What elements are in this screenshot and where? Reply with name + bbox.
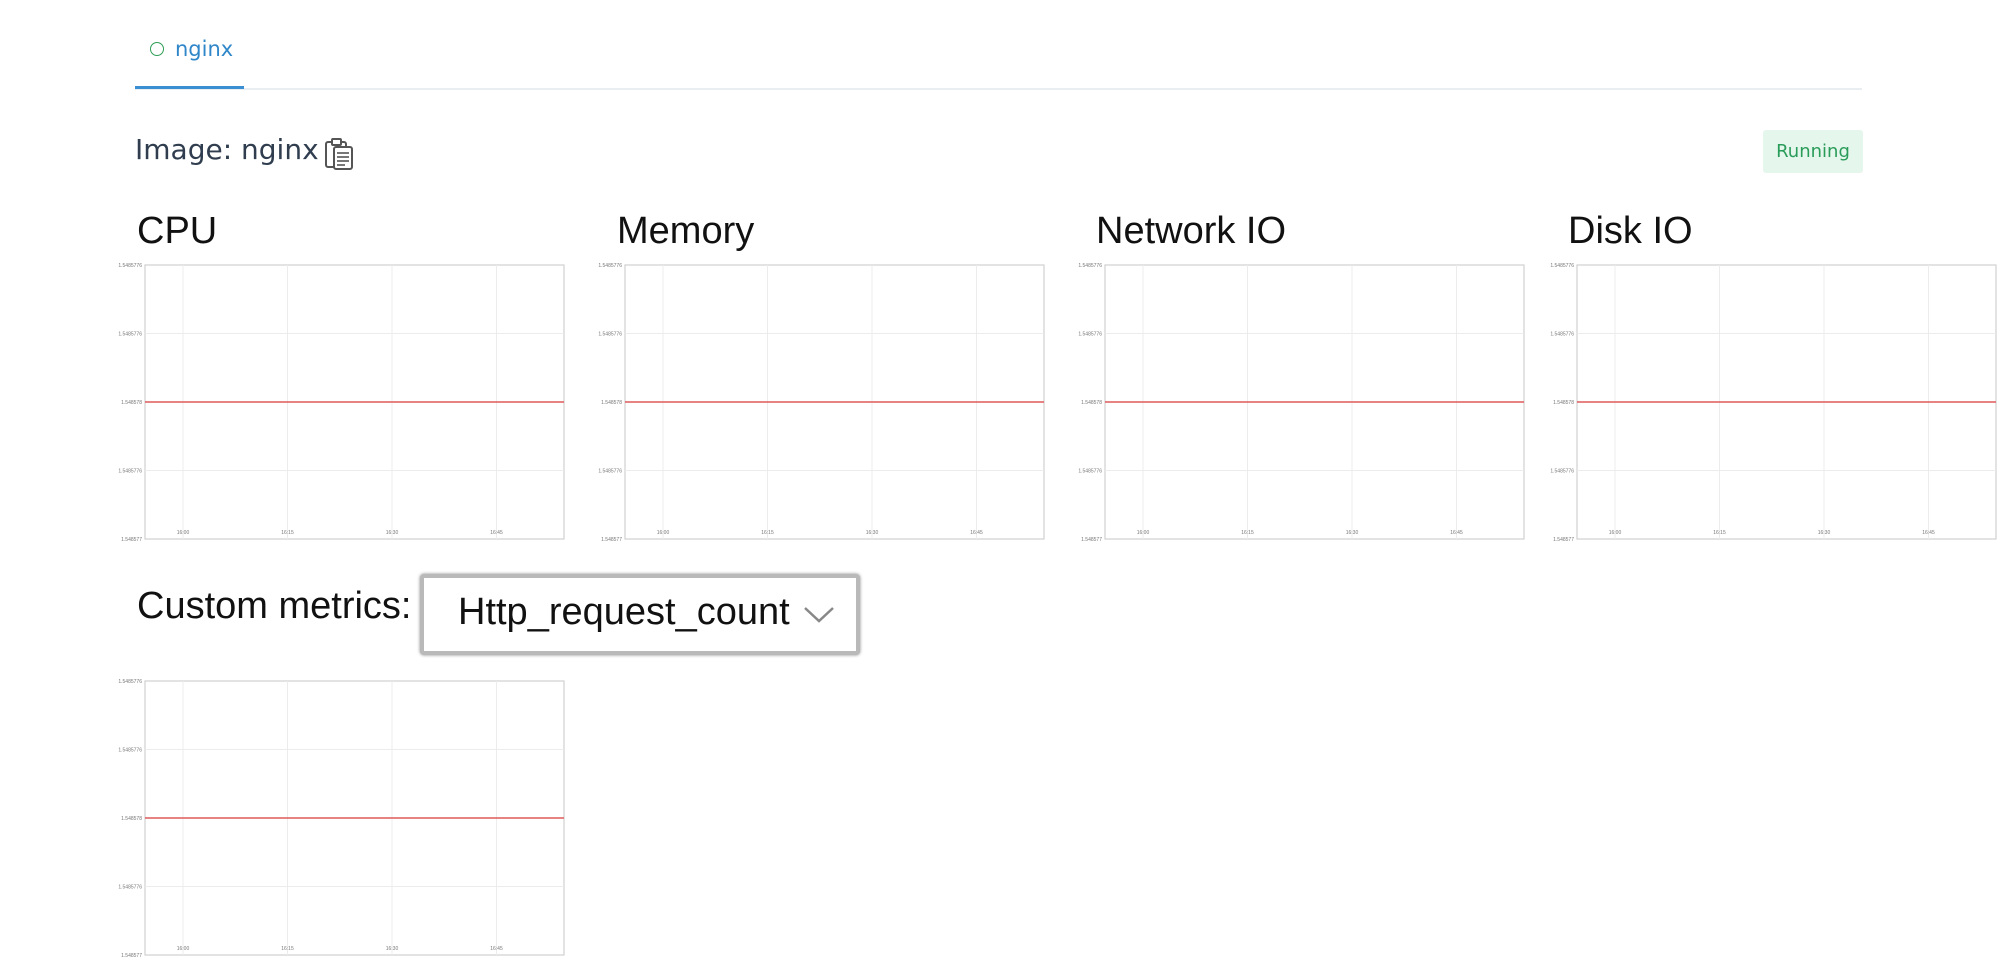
y-tick-label: 1.5485776 — [118, 332, 142, 338]
x-tick-label: 16:45 — [1922, 530, 1935, 536]
y-tick-label: 1.5485776 — [118, 263, 142, 269]
disk-io-chart-title: Disk IO — [1568, 210, 1693, 252]
x-tick-label: 16:45 — [490, 946, 503, 952]
y-tick-label: 1.5485776 — [118, 748, 142, 754]
cpu-chart: 1.5485776 1.5485776 1.548578 1.5485776 1.548… — [118, 262, 566, 542]
network-io-chart-title: Network IO — [1096, 210, 1287, 252]
circle-icon — [150, 42, 164, 56]
line-chart-svg: 1.5485776 1.5485776 1.548578 1.5485776 1.548… — [1550, 263, 1997, 542]
x-tick-label: 16:30 — [866, 530, 879, 536]
y-tick-label: 1.5485776 — [1550, 332, 1574, 338]
y-tick-label: 1.5485776 — [1550, 469, 1574, 475]
y-tick-label: 1.548577 — [601, 537, 622, 542]
y-tick-label: 1.5485776 — [1078, 332, 1102, 338]
y-tick-label: 1.5485776 — [118, 679, 142, 685]
y-tick-label: 1.548578 — [1553, 400, 1574, 406]
x-tick-label: 16:30 — [1818, 530, 1831, 536]
x-tick-label: 16:00 — [177, 530, 190, 536]
x-tick-label: 16:15 — [281, 946, 294, 952]
x-tick-label: 16:30 — [386, 530, 399, 536]
x-tick-label: 16:15 — [761, 530, 774, 536]
chevron-down-icon — [804, 607, 834, 623]
y-tick-label: 1.548578 — [601, 400, 622, 406]
line-chart-svg: 1.5485776 1.5485776 1.548578 1.5485776 1.548… — [1078, 263, 1525, 542]
y-tick-label: 1.548577 — [121, 537, 142, 542]
x-tick-label: 16:00 — [657, 530, 670, 536]
tab-nginx[interactable]: nginx — [135, 0, 244, 89]
x-tick-label: 16:00 — [177, 946, 190, 952]
y-tick-label: 1.5485776 — [118, 885, 142, 891]
line-chart-svg: 1.54857761.54857761.5485781.54857761.548… — [118, 679, 565, 958]
y-tick-label: 1.548578 — [121, 816, 142, 822]
y-tick-label: 1.5485776 — [1550, 263, 1574, 269]
y-tick-label: 1.548578 — [1081, 400, 1102, 406]
y-tick-label: 1.5485776 — [598, 332, 622, 338]
x-tick-label: 16:15 — [281, 530, 294, 536]
x-tick-label: 16:00 — [1137, 530, 1150, 536]
x-tick-label: 16:00 — [1609, 530, 1622, 536]
x-tick-label: 16:15 — [1241, 530, 1254, 536]
status-badge: Running — [1763, 130, 1863, 173]
memory-chart: 1.5485776 1.5485776 1.548578 1.5485776 1.548… — [598, 262, 1046, 542]
x-tick-label: 16:45 — [970, 530, 983, 536]
x-tick-label: 16:30 — [1346, 530, 1359, 536]
line-chart-svg: 1.5485776 1.5485776 1.548578 1.5485776 1.548… — [598, 263, 1045, 542]
y-tick-label: 1.5485776 — [598, 263, 622, 269]
y-tick-label: 1.5485776 — [118, 469, 142, 475]
y-tick-label: 1.548578 — [121, 400, 142, 406]
x-tick-label: 16:15 — [1713, 530, 1726, 536]
y-tick-label: 1.5485776 — [598, 469, 622, 475]
y-tick-label: 1.5485776 — [1078, 263, 1102, 269]
disk-io-chart: 1.5485776 1.5485776 1.548578 1.5485776 1.548… — [1550, 262, 1998, 542]
custom-metrics-select[interactable]: Http_request_count — [420, 574, 860, 655]
network-io-chart: 1.5485776 1.5485776 1.548578 1.5485776 1.548… — [1078, 262, 1526, 542]
line-chart-svg: 1.5485776 1.5485776 1.548578 1.5485776 1.548… — [118, 263, 565, 542]
y-tick-label: 1.548577 — [1553, 537, 1574, 542]
x-tick-label: 16:45 — [490, 530, 503, 536]
y-tick-label: 1.548577 — [1081, 537, 1102, 542]
image-label: Image: nginx — [135, 133, 319, 166]
y-tick-label: 1.5485776 — [1078, 469, 1102, 475]
cpu-chart-title: CPU — [137, 210, 218, 252]
memory-chart-title: Memory — [617, 210, 755, 252]
x-tick-label: 16:30 — [386, 946, 399, 952]
tab-bar: nginx — [135, 0, 1862, 90]
custom-metrics-label: Custom metrics: — [137, 585, 412, 627]
custom-metrics-selected-value: Http_request_count — [458, 591, 790, 633]
tab-label: nginx — [175, 37, 234, 61]
clipboard-icon[interactable] — [323, 137, 355, 171]
x-tick-label: 16:45 — [1450, 530, 1463, 536]
